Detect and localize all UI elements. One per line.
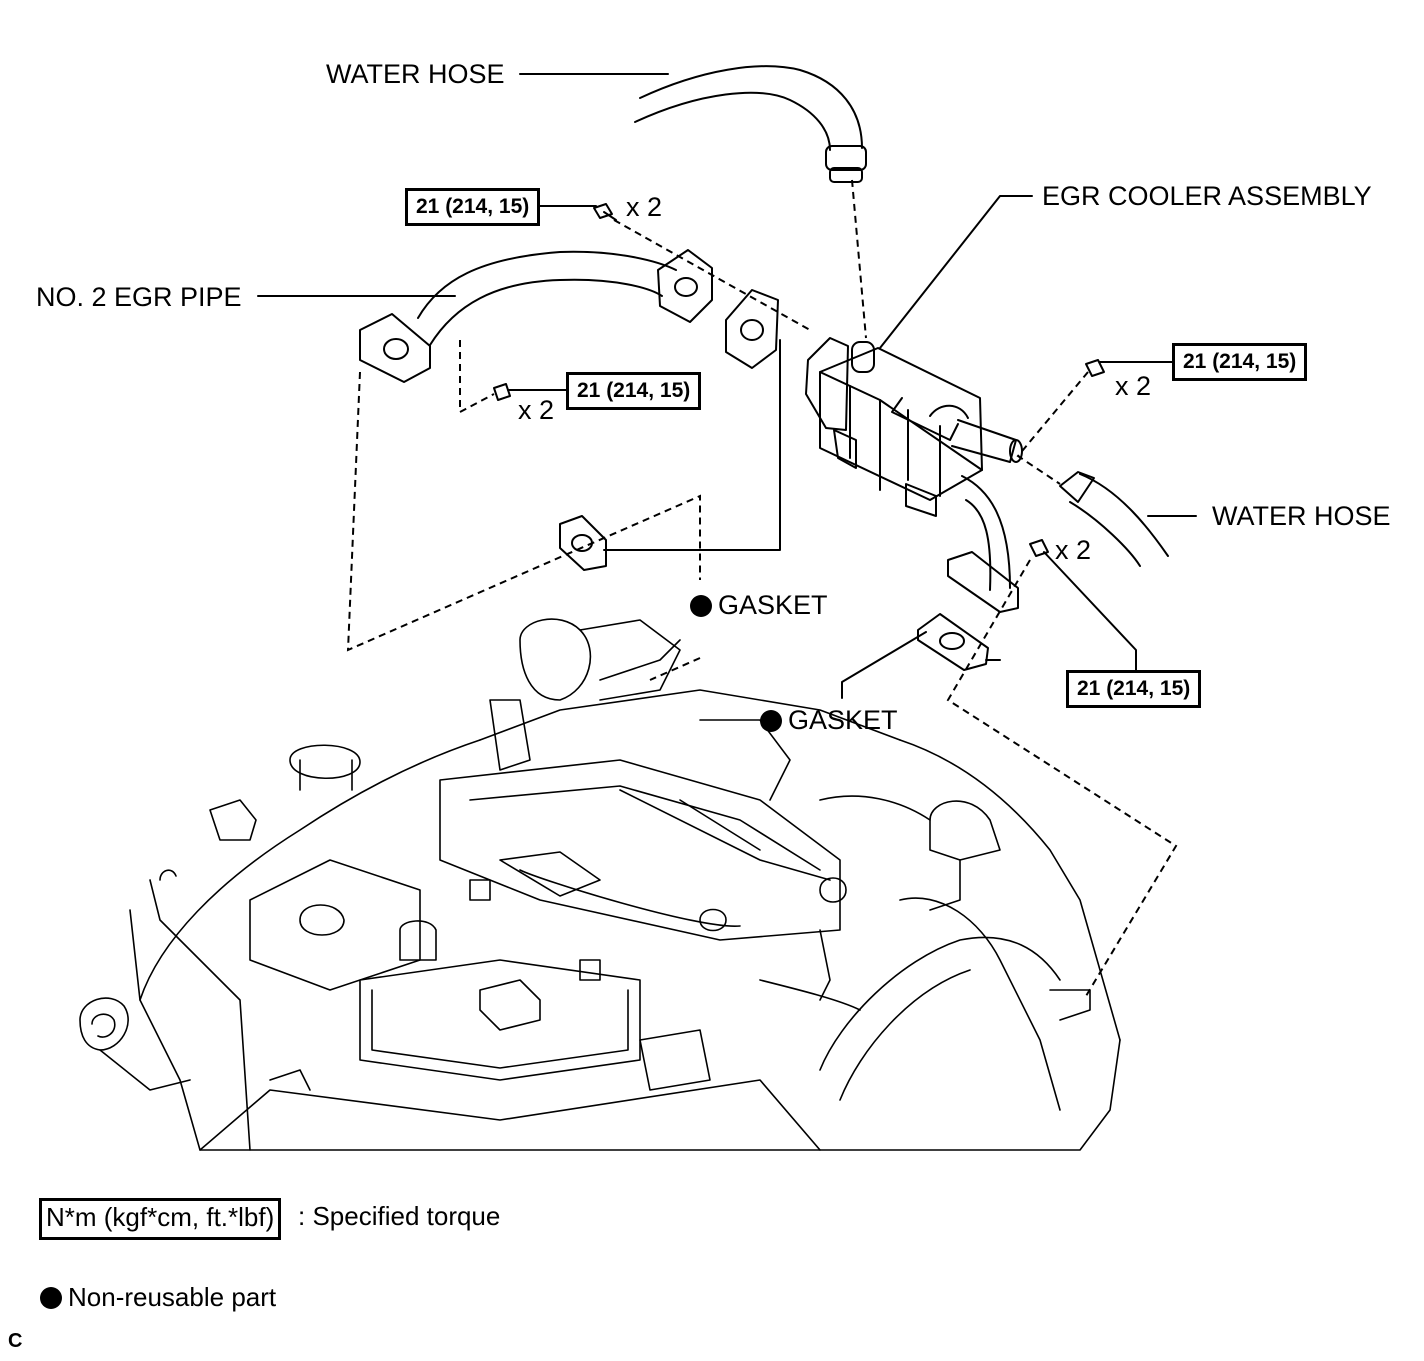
qty-mid-left: x 2 — [518, 395, 555, 425]
gasket-pipe-intake — [559, 515, 607, 571]
nut-mid-left — [493, 383, 511, 401]
gasket-left-text: GASKET — [718, 590, 828, 620]
nut-right-upper — [1085, 359, 1105, 377]
bolt-top-left — [593, 203, 617, 221]
legend-torque-desc: : Specified torque — [298, 1201, 501, 1231]
torque-box-right-upper: 21 (214, 15) — [1172, 343, 1308, 381]
label-no2-egr-pipe: NO. 2 EGR PIPE — [36, 282, 242, 312]
label-gasket-left: GASKET — [690, 592, 828, 619]
label-water-hose-right: WATER HOSE — [1212, 501, 1391, 531]
qty-right-lower: x 2 — [1055, 535, 1092, 565]
egr-cooler-assembly — [805, 195, 1033, 613]
nonreusable-dot-icon — [690, 595, 712, 617]
label-water-hose-top: WATER HOSE — [326, 59, 505, 89]
gasket-pipe-cooler — [725, 289, 779, 369]
gasket-right-text: GASKET — [788, 705, 898, 735]
right-water-hose — [1059, 471, 1197, 567]
legend-nonreusable-text: Non-reusable part — [68, 1282, 277, 1312]
torque-box-top-left: 21 (214, 15) — [405, 188, 541, 226]
no2-egr-pipe — [257, 249, 713, 383]
torque-box-right-lower: 21 (214, 15) — [1066, 670, 1202, 708]
nut-right-lower — [1029, 539, 1049, 557]
torque-box-mid-left: 21 (214, 15) — [566, 372, 702, 410]
legend-torque-unit: N*m (kgf*cm, ft.*lbf) — [39, 1198, 282, 1240]
qty-right-upper: x 2 — [1115, 371, 1152, 401]
upper-water-hose — [519, 65, 867, 183]
gasket-cooler-exhaust — [917, 613, 989, 671]
figure-code: C — [8, 1330, 23, 1352]
nonreusable-dot-icon — [40, 1287, 62, 1309]
label-gasket-right: GASKET — [760, 707, 898, 734]
legend-nonreusable: Non-reusable part — [40, 1284, 276, 1310]
engine-block — [79, 618, 1121, 1151]
nonreusable-dot-icon — [760, 710, 782, 732]
label-egr-cooler-assembly: EGR COOLER ASSEMBLY — [1042, 181, 1372, 211]
qty-top-left: x 2 — [626, 192, 663, 222]
